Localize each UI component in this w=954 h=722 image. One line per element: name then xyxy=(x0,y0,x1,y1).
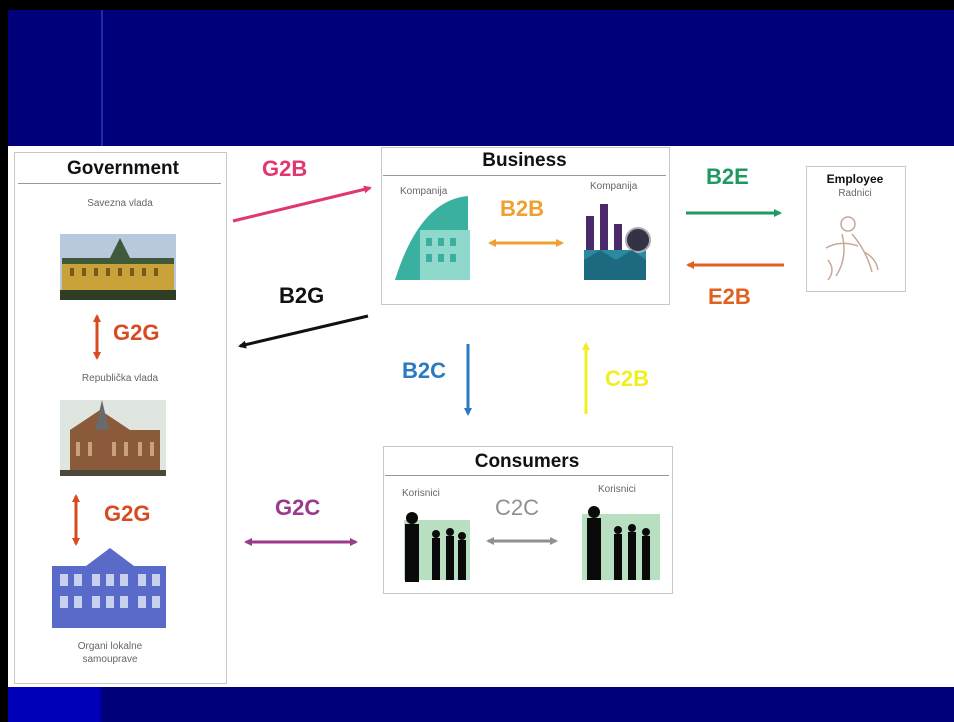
e2b-label: E2B xyxy=(708,284,751,309)
header-band xyxy=(8,10,954,146)
company-building-icon xyxy=(395,196,470,280)
government-local-label: Organi lokalne samouprave xyxy=(77,641,143,665)
b2g-arrow xyxy=(238,314,369,349)
business-company-right-label: Kompanija xyxy=(590,181,638,192)
employee-box xyxy=(806,166,906,292)
business-title: Business xyxy=(482,150,567,171)
government-federal-label: Savezna vlada xyxy=(87,198,153,209)
c2b-label: C2B xyxy=(605,366,650,391)
employee-workers-label: Radnici xyxy=(838,188,872,199)
worker-drawing-icon xyxy=(825,216,879,281)
employee-title: Employee xyxy=(826,172,884,186)
business-title-rule xyxy=(383,175,666,176)
consumers-title-rule xyxy=(385,475,669,476)
footer-accent xyxy=(8,687,101,722)
consumers-right-label: Korisnici xyxy=(598,484,636,495)
government-title: Government xyxy=(67,158,179,179)
consumers-left-label: Korisnici xyxy=(402,488,440,499)
parliament-building-icon xyxy=(60,400,166,476)
consumers-title: Consumers xyxy=(474,451,580,472)
kremlin-building-icon xyxy=(60,234,176,300)
b2g-label: B2G xyxy=(279,283,325,308)
factory-icon xyxy=(584,204,651,280)
b2b-label: B2B xyxy=(500,196,545,221)
g2g-label-upper: G2G xyxy=(113,320,160,345)
b2c-label: B2C xyxy=(402,358,447,383)
government-title-rule xyxy=(18,183,221,184)
header-divider xyxy=(101,10,103,146)
government-republic-label: Republička vlada xyxy=(81,373,159,384)
b2e-label: B2E xyxy=(706,164,749,189)
g2g-label-lower: G2G xyxy=(104,501,151,526)
c2c-label: C2C xyxy=(495,495,540,520)
g2b-label: G2B xyxy=(262,156,308,181)
g2b-arrow xyxy=(232,185,372,223)
g2c-label: G2C xyxy=(275,495,321,520)
footer-band xyxy=(8,687,954,722)
crowd-people-icon xyxy=(404,506,660,582)
municipal-building-icon xyxy=(52,548,166,628)
business-company-left-label: Kompanija xyxy=(400,186,448,197)
